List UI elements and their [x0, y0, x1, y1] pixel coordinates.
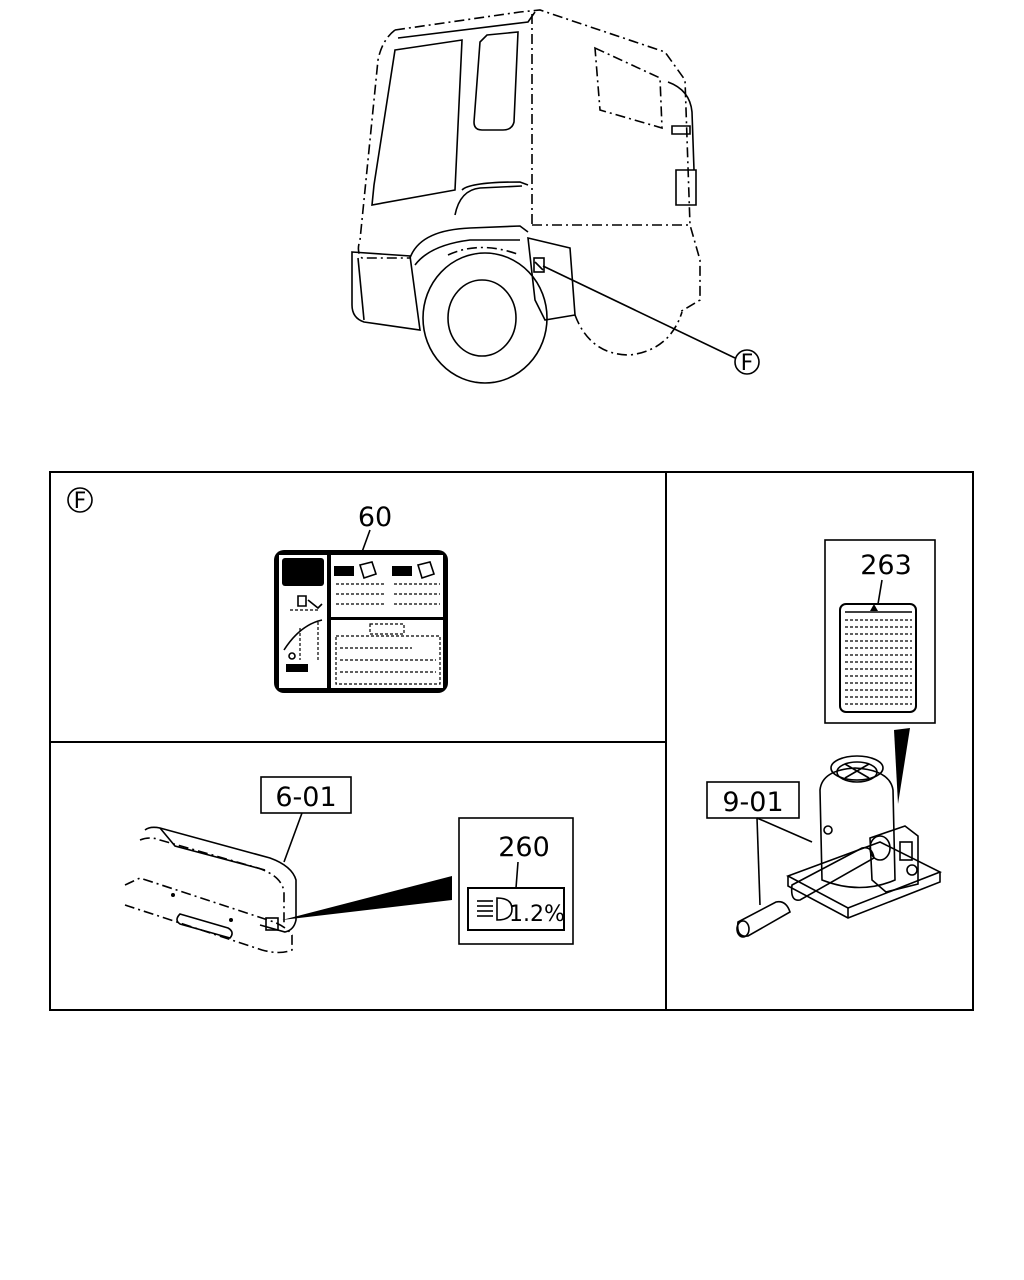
callout-f-top: F [734, 349, 760, 376]
label-text-rows [845, 619, 912, 705]
part-number-60: 60 [358, 502, 392, 533]
panel-ref-f: F [67, 487, 93, 514]
bottle-jack-illustration [736, 755, 942, 938]
truck-cab-illustration [351, 9, 736, 384]
detail-panel-frame [49, 471, 974, 1011]
panel-ref-f-text: F [74, 489, 87, 514]
part-number-9-01: 9-01 [722, 787, 783, 818]
caution-label-60: 60 [274, 502, 448, 693]
bumper-illustration [124, 826, 452, 954]
headlamp-label-260: 260 1.2% [458, 817, 574, 945]
part-ref-9-01: 9-01 [706, 781, 813, 906]
label-location-marker [533, 257, 545, 273]
headlamp-aim-text: 1.2% [509, 902, 565, 927]
part-number-6-01: 6-01 [275, 782, 336, 813]
callout-f-top-text: F [741, 351, 754, 376]
headlamp-icon [477, 897, 513, 921]
part-ref-6-01: 6-01 [260, 776, 352, 863]
part-number-263: 263 [860, 550, 912, 581]
jack-label-263: 263 [824, 539, 936, 804]
part-number-260: 260 [498, 832, 550, 863]
